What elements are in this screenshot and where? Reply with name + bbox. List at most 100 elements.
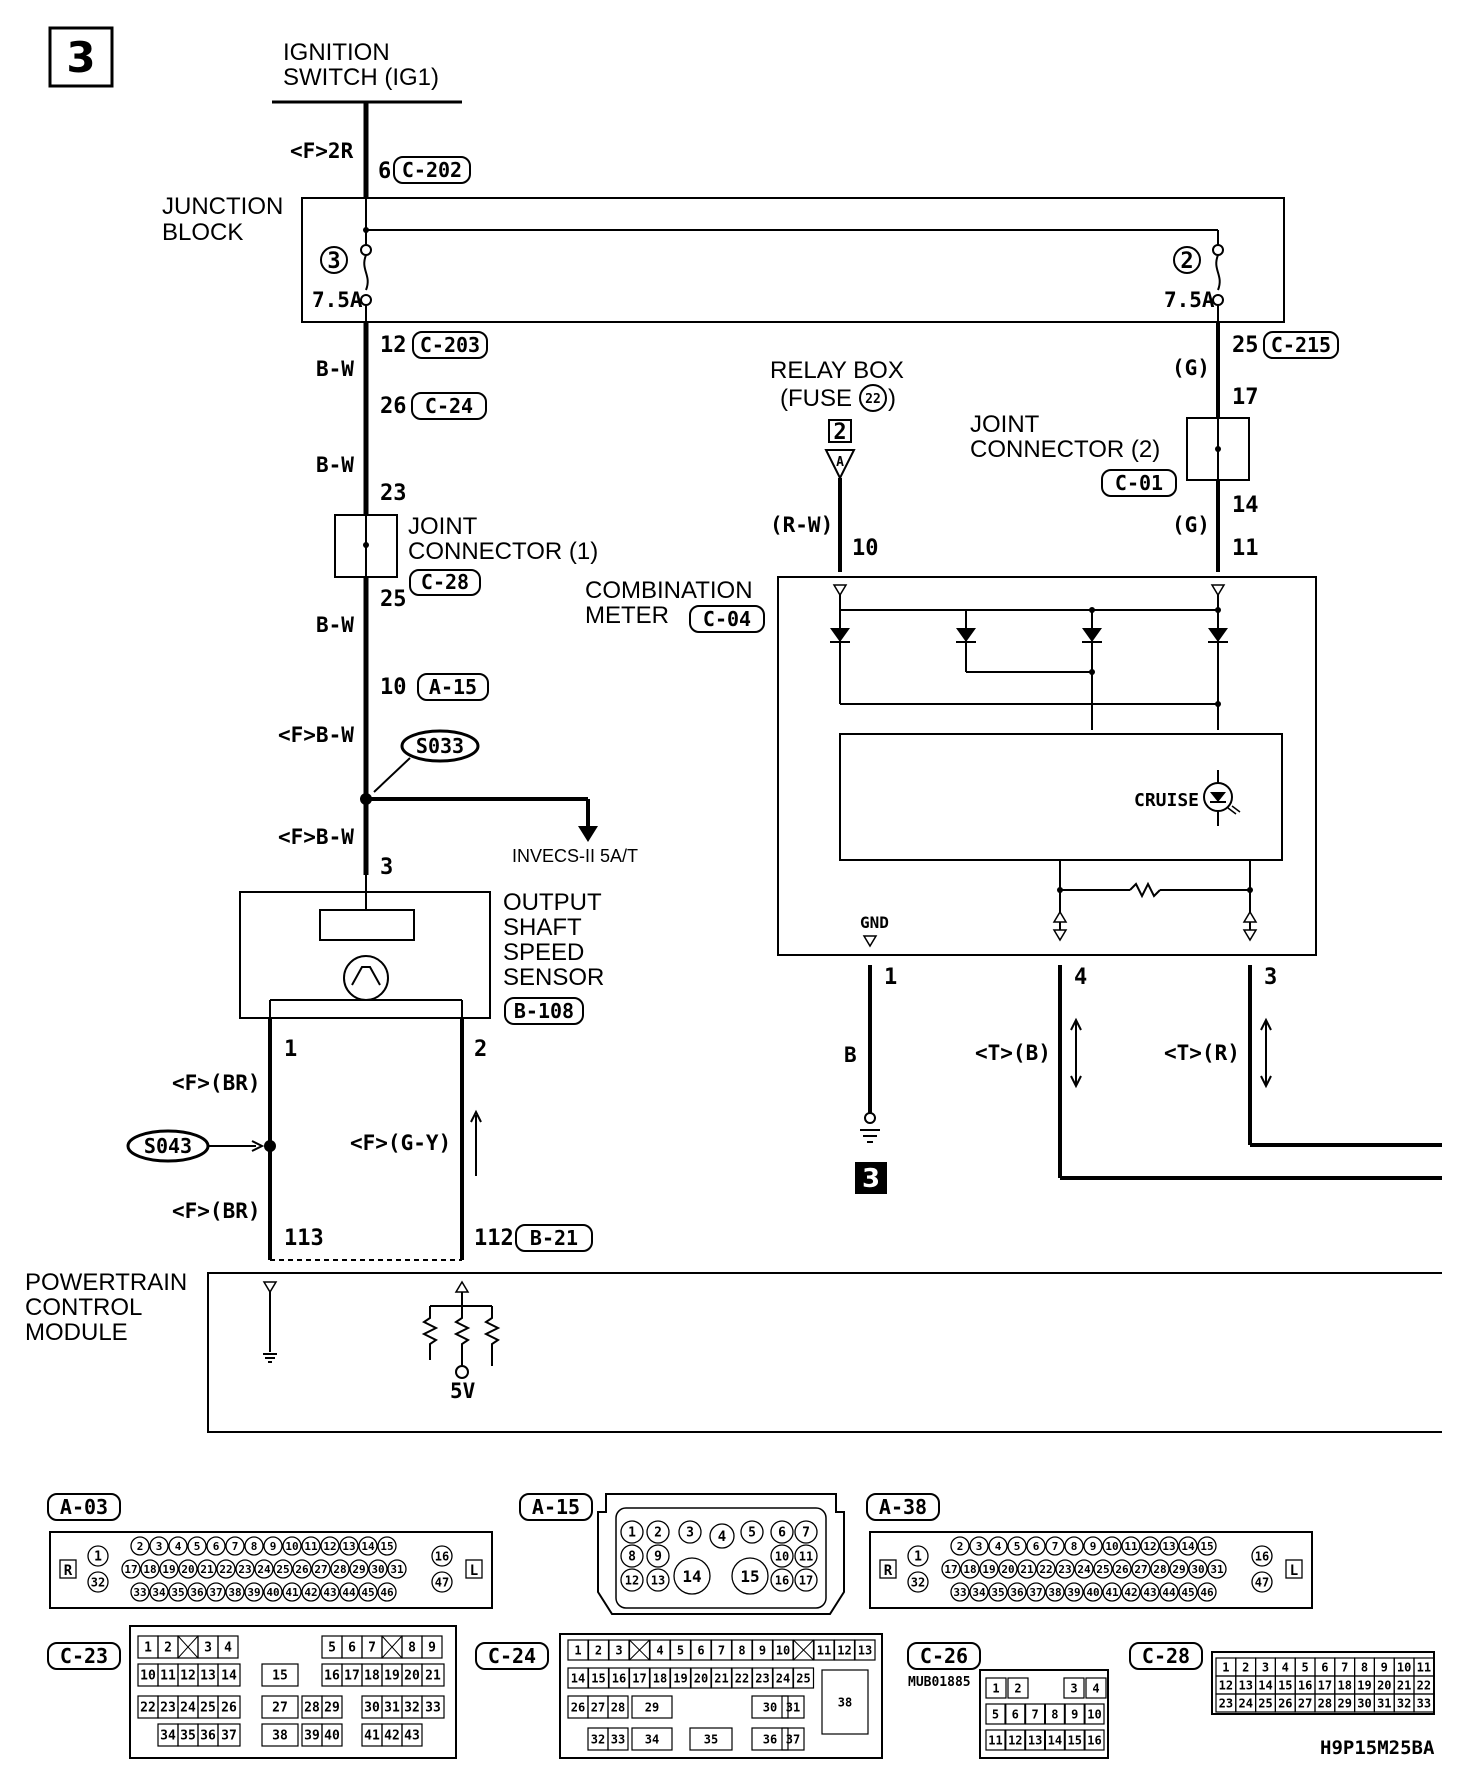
diode-3 [1082,628,1102,643]
ignition-label-1: IGNITION [283,39,390,66]
connector-pin: 38 [1048,1586,1061,1599]
connector-pin: 37 [209,1586,222,1599]
pcm-label-2: CONTROL [25,1294,142,1321]
wire-bw-1: B-W [316,357,354,381]
connector-pin: 43 [404,1729,420,1744]
connector-pin: 2 [957,1540,964,1553]
connector-pin: 11 [988,1733,1002,1747]
wire-fbw-1: <F>B-W [278,723,354,747]
connector-pin: 25 [200,1701,216,1716]
connector-pin: 25 [1096,1563,1109,1576]
pin-23: 23 [380,481,407,506]
connector-pin: 8 [738,1643,745,1657]
pin-1-meter: 1 [884,965,897,990]
connector-pin: 16 [612,1671,626,1685]
connector-pin: 16 [775,1573,789,1587]
connector-a03 [49,1531,493,1609]
connector-pin: 42 [304,1586,317,1599]
connector-pin: 3 [204,1641,212,1656]
conn-c01: C-01 [1115,471,1163,495]
connector-pin: 39 [304,1729,320,1744]
connector-pin: 35 [991,1586,1004,1599]
junction-block-label-2: BLOCK [162,219,243,246]
oss-label-3: SPEED [503,939,584,966]
connector-pin: 22 [735,1671,749,1685]
connector-pin: 6 [1012,1707,1019,1721]
pin-112: 112 [474,1226,514,1251]
connector-pin: 1 [574,1643,581,1657]
connector-pin: 34 [972,1586,986,1599]
connector-pin: 3 [1070,1681,1077,1695]
connector-pin: 29 [1337,1696,1351,1710]
connector-pin: 33 [611,1732,625,1746]
connector-pin: 24 [180,1701,196,1716]
connector-pin: 31 [1377,1696,1391,1710]
junction-block [301,197,1285,323]
connector-label-a15: A-15 [532,1495,580,1519]
connector-pin: 37 [1029,1586,1042,1599]
connector-pin: 21 [714,1671,728,1685]
connector-pin: 24 [776,1671,790,1685]
relay-box-fuse-number: 22 [865,392,881,407]
connector-pin: 38 [272,1729,288,1744]
connector-pin: 10 [285,1540,298,1553]
conn-b108: B-108 [514,999,574,1023]
connector-pin: 36 [1010,1586,1024,1599]
connector-pin: 20 [1001,1563,1014,1576]
connector-pin: 15 [740,1567,759,1586]
connector-pin: 32 [591,1732,605,1746]
connector-a38 [869,1531,1313,1609]
connector-pin: 36 [200,1729,216,1744]
connector-c26 [979,1669,1109,1759]
connector-pin: 21 [1020,1563,1034,1576]
invecs-label: INVECS-II 5A/T [512,846,638,866]
connector-pin: 7 [368,1641,376,1656]
connector-pin: 13 [342,1540,355,1553]
connector-pin: 39 [247,1586,260,1599]
relay-box-letter: A [836,455,844,470]
connector-pin: 25 [1258,1696,1272,1710]
connector-pin: 3 [156,1540,163,1553]
connector-side-l: L [470,1563,478,1579]
connector-pin: 42 [1124,1586,1137,1599]
connector-pin: 2 [654,1526,662,1541]
connector-a15 [597,1493,845,1615]
connector-pin: 2 [164,1641,172,1656]
connector-pin: 16 [1255,1549,1269,1563]
connector-label-a38: A-38 [879,1495,927,1519]
connector-pin: 14 [1258,1678,1272,1692]
connector-pin: 39 [1067,1586,1080,1599]
conn-c203: C-203 [420,333,480,357]
connector-pin: 3 [1262,1660,1269,1674]
pin-113: 113 [284,1226,324,1251]
pin-1-sensor: 1 [284,1037,297,1062]
wire-rw: (R-W) [770,513,833,537]
pcm-box [207,1272,1442,1433]
connector-pin: 3 [976,1540,983,1553]
connector-pin: 23 [1219,1696,1233,1710]
connector-pin: 9 [428,1641,436,1656]
connector-label-a03: A-03 [60,1495,108,1519]
pin-17: 17 [1232,385,1259,410]
relay-box-number: 2 [833,420,846,445]
connector-pin: 15 [380,1540,393,1553]
connector-pin: 37 [786,1732,800,1746]
page-number: 3 [66,33,95,82]
connector-pin: 18 [1337,1678,1351,1692]
connector-pin: 6 [213,1540,220,1553]
connector-pin: 21 [1397,1678,1411,1692]
pin-26: 26 [380,394,407,419]
connector-pin: 15 [1200,1540,1213,1553]
connector-pin: 20 [1377,1678,1391,1692]
connector-pin: 24 [257,1563,271,1576]
connector-pin: 24 [1238,1696,1252,1710]
connector-pin: 4 [718,1529,726,1545]
connector-pin: 34 [152,1586,166,1599]
connector-pin: 24 [1077,1563,1091,1576]
connector-pin: 20 [181,1563,194,1576]
connector-pin: 10 [1105,1540,1118,1553]
diode-1 [830,628,850,643]
connector-pin: 28 [611,1700,625,1714]
connector-pin: 12 [1219,1678,1233,1692]
connector-pin: 27 [591,1700,605,1714]
